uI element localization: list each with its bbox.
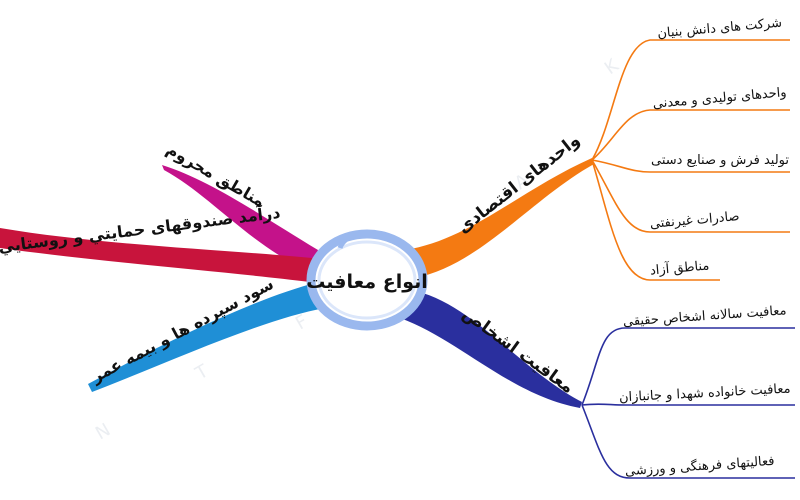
persons-child-1[interactable]: معافیت خانواده شهدا و جانبازان: [619, 382, 791, 406]
branch-deposits-label[interactable]: سود سپرده ها و بیمه عمر: [87, 274, 277, 388]
svg-text:T: T: [191, 360, 213, 385]
center-node[interactable]: انواع معافیت: [306, 229, 428, 331]
svg-text:N: N: [92, 419, 114, 444]
branch-economic-label[interactable]: واحدهای اقتصادی: [454, 130, 584, 238]
branch-funds: [0, 228, 312, 282]
economic-child-3[interactable]: صادرات غیرنفتی: [649, 209, 740, 232]
economic-child-2[interactable]: تولید فرش و صنایع دستی: [651, 153, 789, 168]
persons-children-lines: [581, 327, 795, 479]
branch-economic: [405, 158, 594, 278]
branch-deprived: [162, 165, 318, 272]
economic-children-lines: [591, 39, 790, 281]
persons-child-2[interactable]: فعالیتهای فرهنگی و ورزشی: [624, 453, 775, 479]
persons-child-0[interactable]: معافیت سالانه اشخاص حقیقی: [622, 303, 787, 329]
economic-child-4[interactable]: مناطق آزاد: [649, 256, 710, 278]
economic-child-1[interactable]: واحدهای تولیدی و معدنی: [652, 85, 787, 112]
center-label: انواع معافیت: [306, 271, 428, 293]
svg-text:K: K: [601, 54, 624, 79]
branch-deposits: [88, 282, 325, 392]
economic-child-0[interactable]: شرکت های دانش بنیان: [657, 16, 783, 42]
branch-persons: [400, 290, 582, 408]
